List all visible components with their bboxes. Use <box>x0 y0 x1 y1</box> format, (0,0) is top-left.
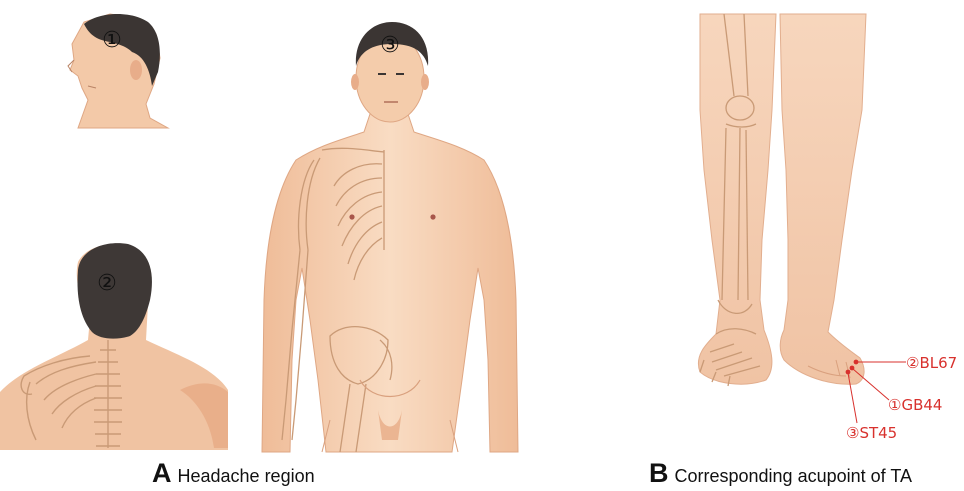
front-body-figure <box>262 22 518 452</box>
panel-a-letter: A <box>152 458 172 488</box>
panel-b-title: Corresponding acupoint of TA <box>675 466 912 486</box>
panel-a-title: Headache region <box>178 466 315 486</box>
marker-back-head: ② <box>97 271 117 296</box>
panel-b-caption: B Corresponding acupoint of TA <box>649 458 912 489</box>
marker-front-head: ③ <box>380 33 400 58</box>
label-gb44: ①GB44 <box>888 396 942 414</box>
leader-line-gb44 <box>853 369 889 400</box>
label-bl67: ②BL67 <box>906 354 957 372</box>
panel-b-letter: B <box>649 458 669 488</box>
marker-side-head: ① <box>102 28 122 53</box>
panel-a-caption: A Headache region <box>152 458 315 489</box>
legs-feet-figure <box>698 14 866 386</box>
label-st45: ③ST45 <box>846 424 897 442</box>
